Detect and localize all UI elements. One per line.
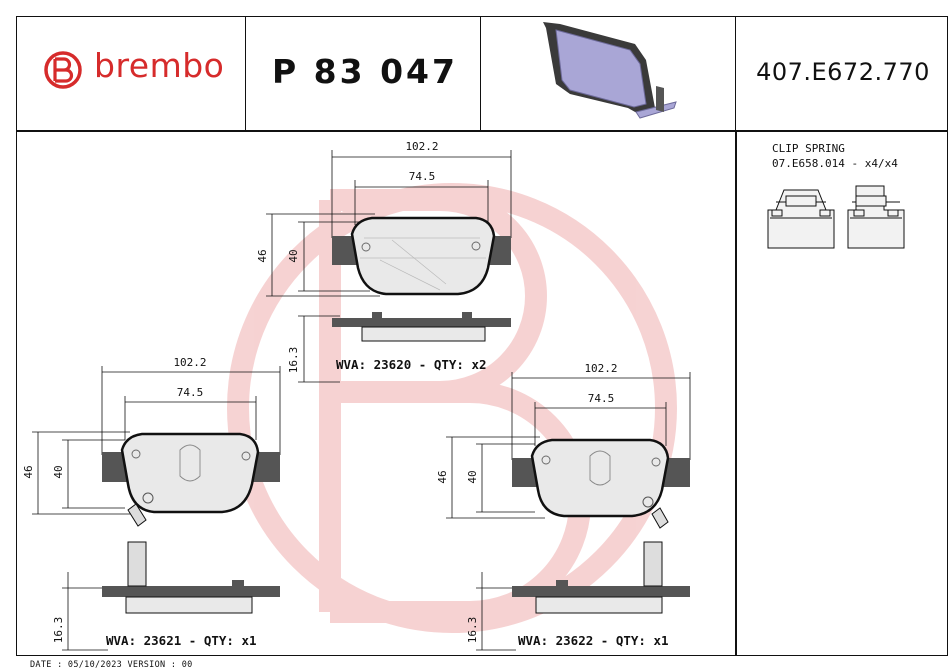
left-view [32,366,281,651]
header-logo-cell [16,16,246,131]
left-height-outer-label: 46 [22,465,35,478]
left-view-caption: WVA: 23621 - QTY: x1 [106,633,257,648]
top-width-outer-label: 102.2 [405,140,438,153]
top-width-inner-label: 74.5 [409,170,436,183]
left-width-outer-label: 102.2 [173,356,206,369]
header-part-cell [245,16,481,131]
top-view [266,150,512,383]
left-width-inner-label: 74.5 [177,386,204,399]
right-view [446,372,691,651]
left-pad-shape [102,432,280,527]
top-height-outer-label: 46 [256,249,269,262]
footer-date-version: DATE : 05/10/2023 VERSION : 00 [30,660,193,670]
header-divider [16,130,948,132]
top-height-inner-label: 40 [287,249,300,262]
top-pad-shape [332,216,511,296]
left-pad-side [102,541,280,614]
top-thickness-label: 16.3 [287,347,300,374]
drawing-frame [16,16,948,656]
left-height-inner-label: 40 [52,465,65,478]
right-height-inner-label: 40 [466,470,479,483]
top-view-caption: WVA: 23620 - QTY: x2 [336,357,487,372]
header-preview-cell [480,16,736,131]
side-panel-divider [735,130,737,656]
right-pad-side [512,541,690,614]
brand-logo-text: brembo [94,46,225,85]
clip-spring-reference: 07.E658.014 - x4/x4 [772,157,898,170]
right-width-inner-label: 74.5 [588,392,615,405]
pad-preview-icon [543,22,677,119]
right-height-outer-label: 46 [436,470,449,483]
part-number: P 83 047 [272,52,458,91]
left-thickness-label: 16.3 [52,617,65,644]
clip-spring-title: CLIP SPRING [772,142,845,155]
clip-spring-icon [767,189,835,249]
top-pad-side [332,312,511,342]
brembo-logo-icon [44,51,82,89]
right-thickness-label: 16.3 [466,617,479,644]
right-width-outer-label: 102.2 [584,362,617,375]
reference-number: 407.E672.770 [756,58,930,86]
right-view-caption: WVA: 23622 - QTY: x1 [518,633,669,648]
clip-spring-icon [847,185,905,249]
right-pad-shape [512,438,690,529]
